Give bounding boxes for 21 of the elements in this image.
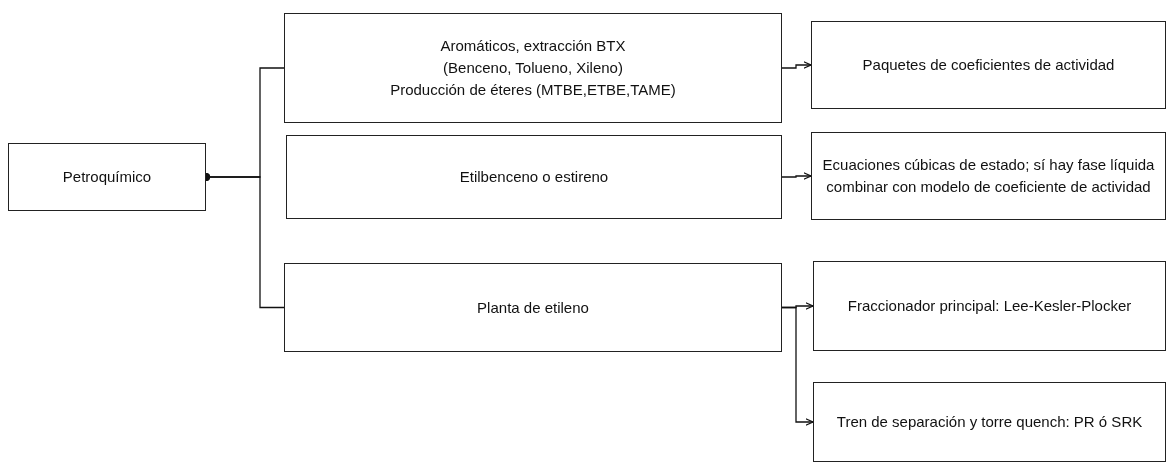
box-text: Paquetes de coeficientes de actividad [862,55,1115,76]
process-box [813,261,1166,351]
process-box [284,13,782,123]
box-text: Fraccionador principal: Lee-Kesler-Plocker [847,296,1132,317]
connector-arrow [781,172,812,180]
connector-arrow [781,61,812,69]
box-text: Aromáticos, extracción BTX [440,36,626,57]
box-text: Petroquímico [62,167,152,188]
box-text: Planta de etileno [477,297,589,318]
box-text: Etilbenceno o estireno [459,167,609,188]
box-text: Tren de separación y torre quench: PR ó SRK [836,412,1143,433]
process-box [811,21,1166,109]
process-box [813,382,1166,462]
process-box [286,135,782,219]
box-text: (Benceno, Tolueno, Xileno) [443,58,623,79]
process-box [8,143,206,211]
process-box [284,263,782,352]
box-text: Ecuaciones cúbicas de estado; sí hay fase líquida combinar con modelo de coeficiente de actividad [821,155,1156,197]
process-box [811,132,1166,220]
connector-arrow [781,306,814,426]
box-text: Producción de éteres (MTBE,ETBE,TAME) [390,79,676,100]
